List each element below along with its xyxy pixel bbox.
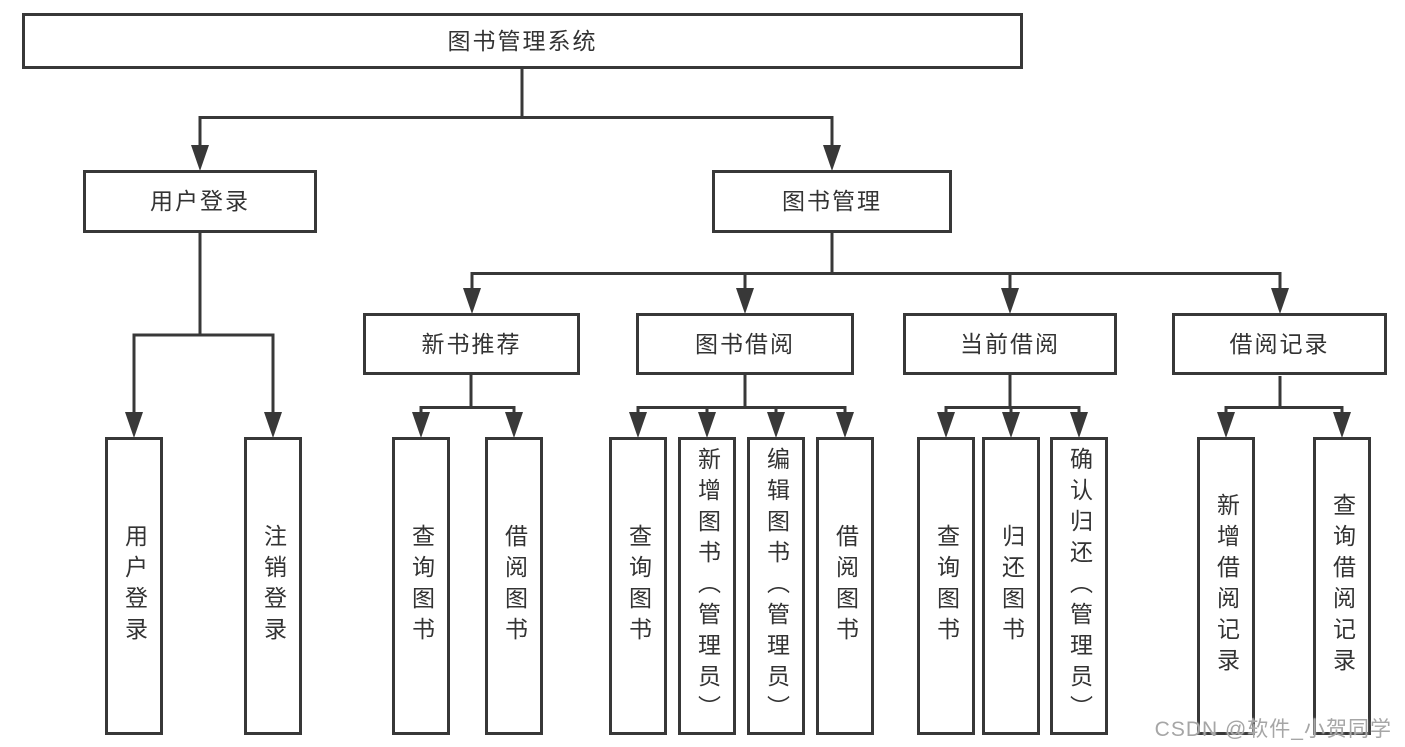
leaf-borrow-books-recommend: 借阅图书 [485,437,543,735]
node-borrow-records: 借阅记录 [1172,313,1387,375]
leaf-edit-books-admin: 编辑图书（管理员） [747,437,805,735]
node-book-management: 图书管理 [712,170,952,233]
watermark: CSDN @软件_小贺同学 [1154,718,1392,741]
leaf-user-login: 用户登录 [105,437,163,735]
node-current-borrow: 当前借阅 [903,313,1117,375]
leaf-borrow-books: 借阅图书 [816,437,874,735]
leaf-add-borrow-record: 新增借阅记录 [1197,437,1255,735]
leaf-query-books-current: 查询图书 [917,437,975,735]
leaf-return-books: 归还图书 [982,437,1040,735]
leaf-confirm-return-admin: 确认归还（管理员） [1050,437,1108,735]
leaf-query-books-recommend: 查询图书 [392,437,450,735]
leaf-query-borrow-record: 查询借阅记录 [1313,437,1371,735]
node-book-borrow: 图书借阅 [636,313,854,375]
leaf-add-books-admin: 新增图书（管理员） [678,437,736,735]
leaf-query-books-borrow: 查询图书 [609,437,667,735]
node-user-login: 用户登录 [83,170,317,233]
node-new-book-recommend: 新书推荐 [363,313,580,375]
leaf-logout-login: 注销登录 [244,437,302,735]
node-root: 图书管理系统 [22,13,1023,69]
